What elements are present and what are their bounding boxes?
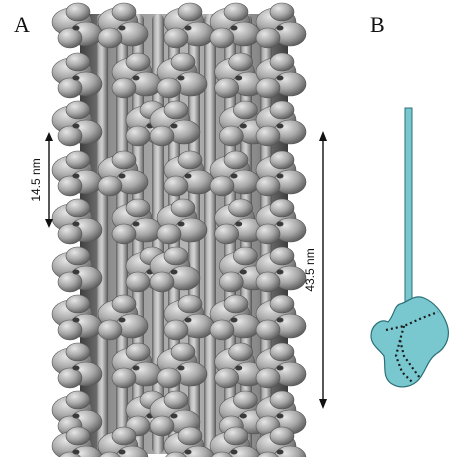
thick-filament-reconstruction: [52, 3, 306, 457]
myosin-head-density: [164, 3, 214, 48]
scale-bar-43-5nm: 43.5 nm: [303, 131, 327, 409]
scale-bar-14-5nm: 14.5 nm: [29, 132, 53, 228]
scale-label-43-5nm: 43.5 nm: [303, 248, 317, 291]
scale-label-14-5nm: 14.5 nm: [29, 158, 43, 201]
myosin-head-density: [98, 3, 148, 48]
myosin-heads: [371, 297, 448, 387]
myosin-head-density: [52, 3, 102, 48]
myosin-head-density: [210, 3, 260, 48]
myosin-head-density: [256, 3, 306, 48]
myosin-molecule-model: [371, 108, 448, 387]
